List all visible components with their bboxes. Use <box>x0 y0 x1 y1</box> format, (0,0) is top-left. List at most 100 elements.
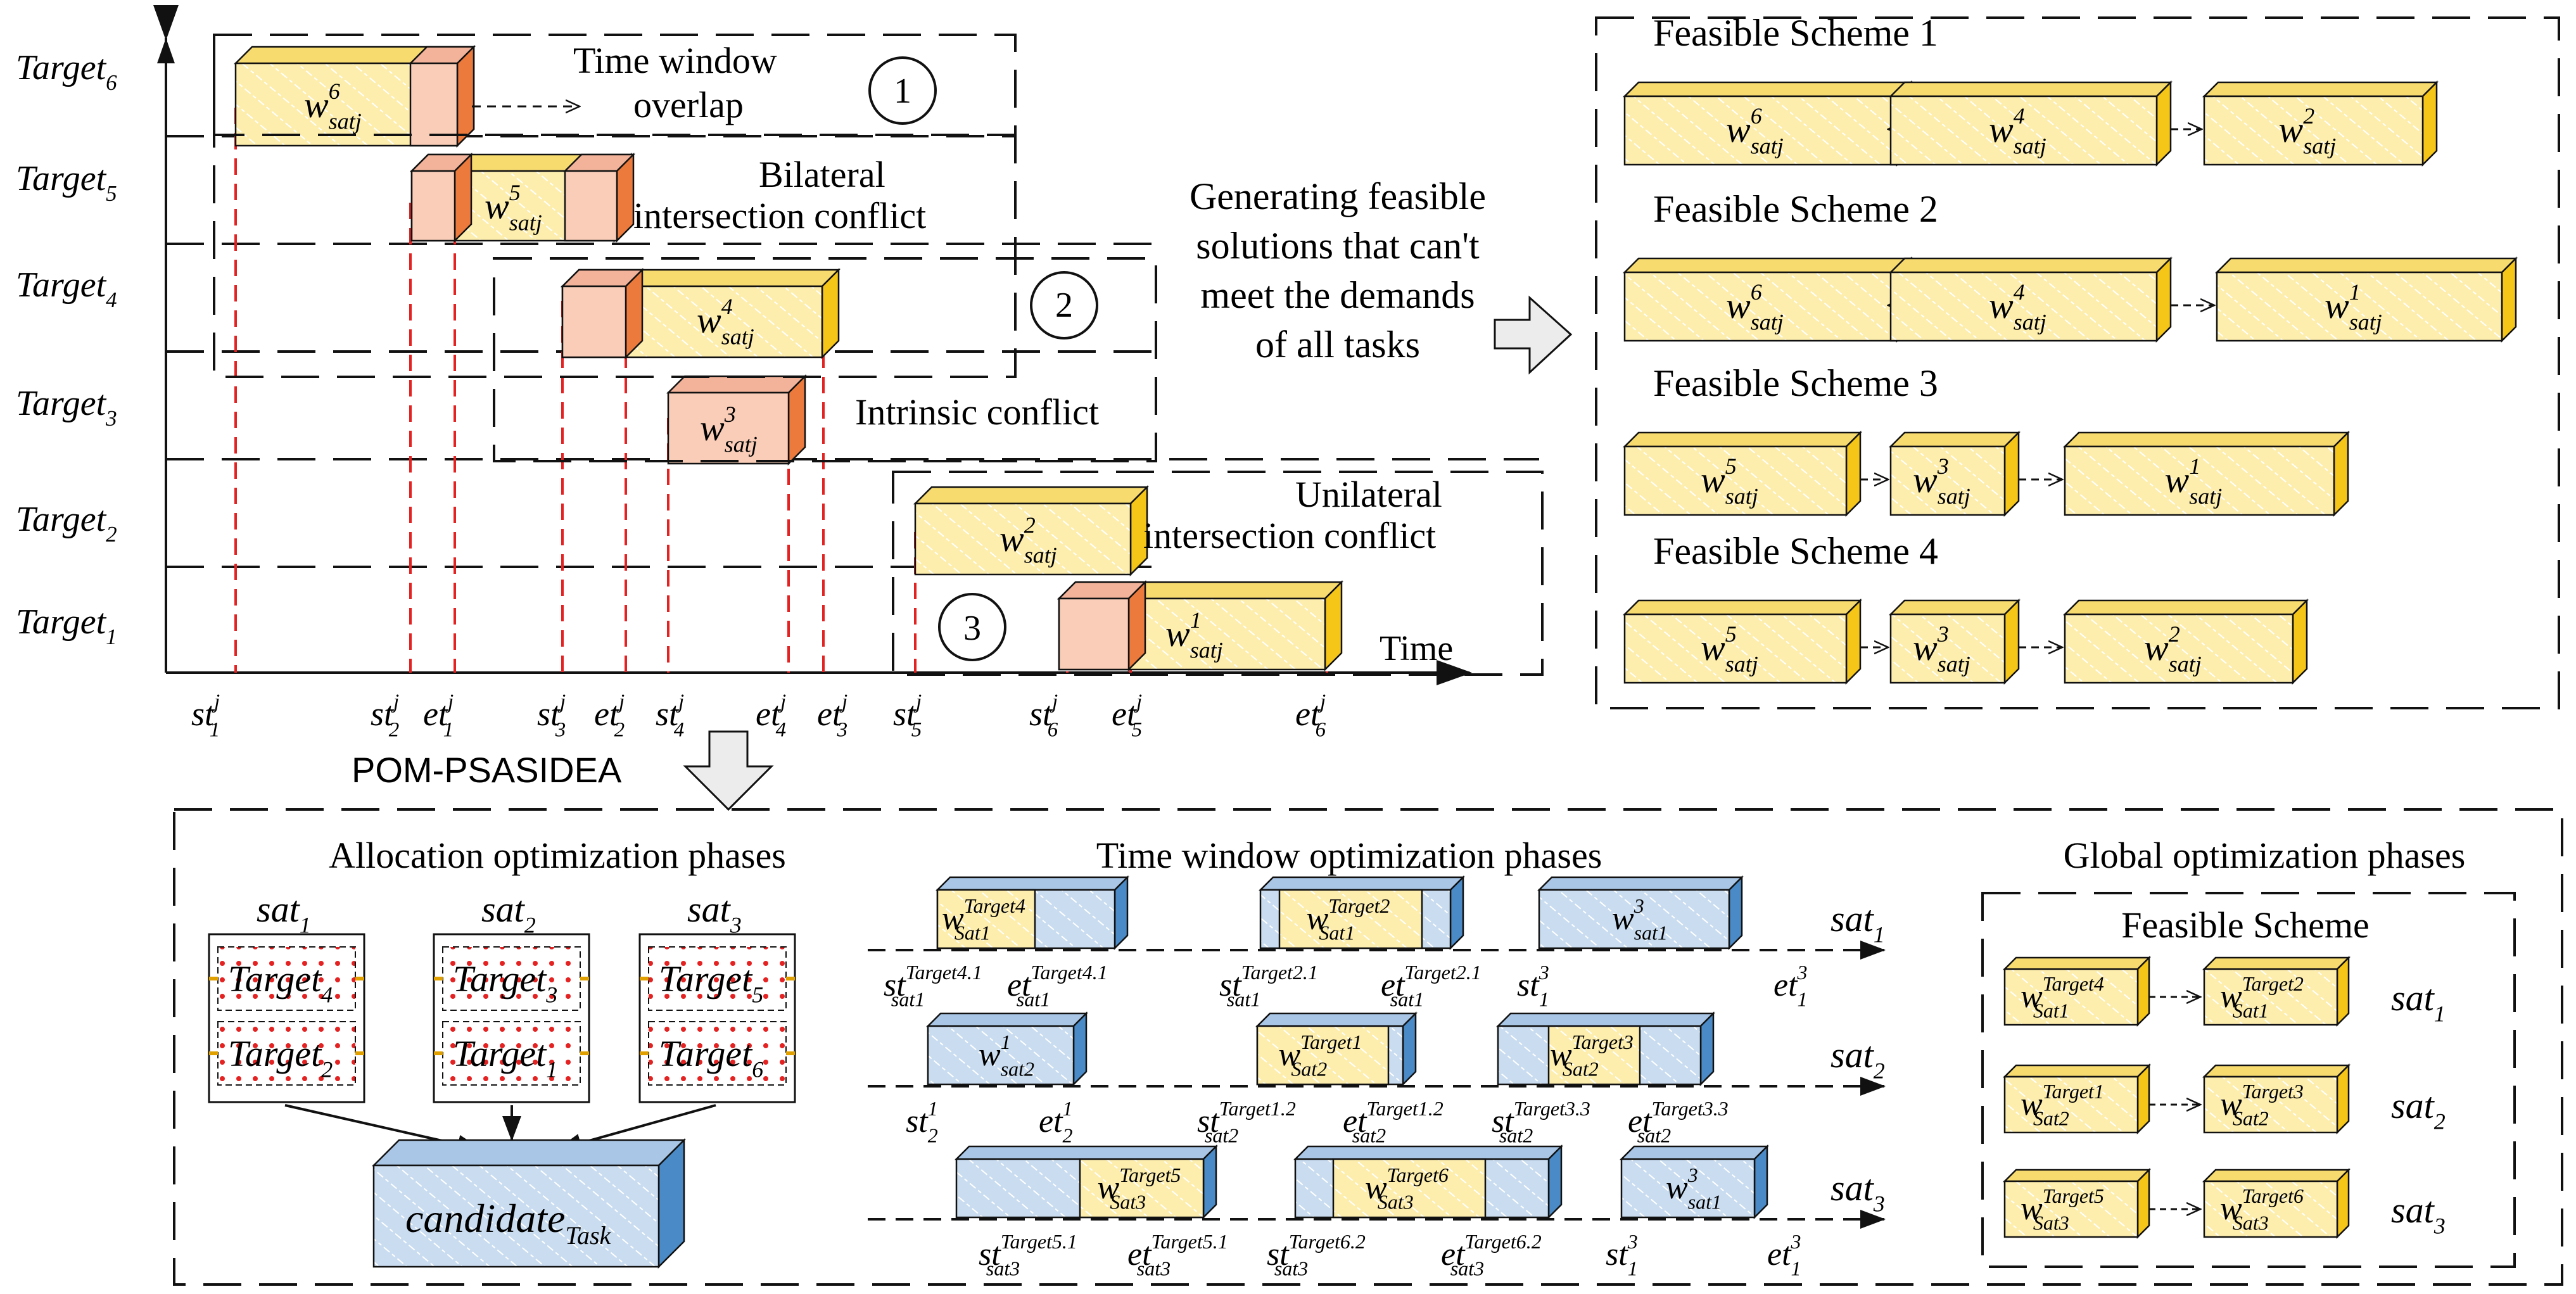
box-top-face <box>1622 431 1863 448</box>
box-side-face <box>1072 1011 1088 1087</box>
conflict-number-badge <box>1030 271 1098 339</box>
allocation-sat-box <box>638 933 796 1103</box>
box-front-face <box>1538 889 1730 949</box>
middle-text-line-0: Generating feasible <box>1190 175 1486 217</box>
box-front-face <box>372 1164 660 1268</box>
box-front-face <box>1058 597 1130 671</box>
box-side-face <box>456 44 475 148</box>
scheme-2-window-2 <box>1888 256 2173 343</box>
allocation-sat-box <box>208 933 365 1103</box>
conflict-overlap-line1: Time window <box>573 40 777 81</box>
box-top-face <box>935 876 1130 891</box>
conflict-number-2: 2 <box>1055 286 1073 325</box>
box-side-face <box>2336 1167 2350 1240</box>
global-scheme-title: Feasible Scheme <box>2121 904 2369 946</box>
candidate-task-label: candidateTask <box>405 1196 612 1250</box>
box-front-face <box>1620 1158 1756 1219</box>
allocation-target-2: Target2 <box>228 1033 333 1082</box>
box-front-face <box>1889 445 2006 516</box>
conflict-number-badge <box>938 593 1006 661</box>
allocation-title: Allocation optimization phases <box>329 835 786 876</box>
box-side-face <box>1845 598 1862 685</box>
tw-scheduled-segment <box>1547 1025 1641 1086</box>
time-axis-label: Time <box>1380 629 1453 668</box>
box-front-face <box>2064 613 2294 684</box>
box-top-face <box>954 1145 1219 1160</box>
conflict-bilateral-line1: Bilateral <box>759 154 885 195</box>
box-top-face <box>1888 257 2173 274</box>
allocation-sat-label-1: sat1 <box>257 889 311 937</box>
window-target5-end <box>562 152 636 243</box>
box-side-face <box>625 267 644 360</box>
box-side-face <box>2003 430 2020 517</box>
box-front-face <box>1889 613 2006 684</box>
down-hollow-arrow <box>683 730 774 811</box>
scheme-4-window-1 <box>1622 598 1863 685</box>
allocation-target-cell <box>648 946 787 1011</box>
conflict-bilateral-line2: intersection conflict <box>633 195 926 236</box>
global-scheme-frame <box>1981 892 2516 1268</box>
box-top-face <box>2214 257 2518 274</box>
target-label-4: Target4 <box>16 265 117 312</box>
tw-row2-box-1 <box>925 1011 1089 1087</box>
window-target1-start <box>1056 580 1148 672</box>
window-target4-start <box>560 267 645 360</box>
box-front-face <box>1889 95 2158 166</box>
candidate-task-box <box>371 1138 687 1269</box>
box-front-face <box>667 391 790 465</box>
box-front-face <box>2064 445 2335 516</box>
box-front-face <box>2203 95 2424 166</box>
box-front-face <box>927 1025 1075 1086</box>
box-front-face <box>409 62 459 147</box>
tw-scheduled-segment <box>936 889 1036 949</box>
feasible-scheme-title-4: Feasible Scheme 4 <box>1653 530 1938 572</box>
box-side-face <box>2136 955 2150 1027</box>
box-front-face <box>564 170 618 242</box>
box-side-face <box>2155 256 2172 343</box>
allocation-target-6: Target6 <box>659 1033 763 1082</box>
box-top-face <box>1537 876 1744 891</box>
box-top-face <box>666 375 808 394</box>
conflict-number-1: 1 <box>894 72 911 111</box>
box-top-face <box>1255 1012 1418 1027</box>
box-top-face <box>2002 1064 2152 1078</box>
conflict-frame-unilateral <box>892 471 1544 676</box>
box-side-face <box>787 374 806 466</box>
box-side-face <box>1449 875 1464 951</box>
middle-text-line-3: of all tasks <box>1255 324 1420 365</box>
conflict-number-badge <box>868 56 937 125</box>
box-side-face <box>454 152 473 243</box>
tw-scheduled-segment <box>1278 889 1423 949</box>
conflict-number-3: 3 <box>963 609 981 648</box>
box-front-face <box>2216 271 2503 342</box>
global-row2-box-2 <box>2202 1063 2351 1135</box>
box-top-face <box>1622 599 1863 616</box>
box-front-face <box>1623 613 1848 684</box>
global-title: Global optimization phases <box>2064 835 2466 876</box>
